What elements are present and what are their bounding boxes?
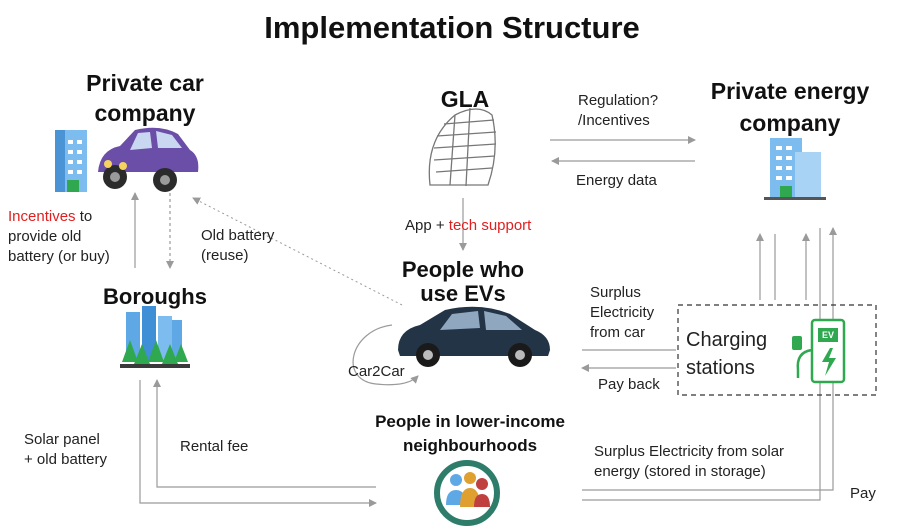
label-incentives-line2: provide old [8,228,82,245]
node-energy-line1: Private energy [710,78,870,104]
node-charging-stations: Charging stations [686,326,796,382]
label-pay: Pay [850,485,876,502]
label-surplus-solar-line1: Surplus Electricity from solar [594,443,785,460]
label-regulation: Regulation? /Incentives [578,91,658,131]
arrow-pay [582,228,821,501]
label-incentives-to: to [75,208,93,225]
arrow-solar-panel [139,380,377,507]
energy-building-icon [764,138,826,200]
label-incentives-red: Incentives [8,208,76,225]
label-old-battery: Old battery (reuse) [201,226,274,266]
label-old-battery-line2: (reuse) [201,247,249,264]
label-energy-data: Energy data [576,172,657,189]
label-incentives-line3: battery (or buy) [8,248,110,265]
label-regulation-line2: /Incentives [578,112,650,129]
label-solar-panel-line2: + old battery [24,451,107,468]
label-app-support: App + tech support [405,216,531,236]
arrow-car2car [352,324,419,386]
node-boroughs: Boroughs [103,284,207,309]
ev-badge: EV [821,330,834,340]
ev-charger-icon [792,318,846,384]
node-private-car-line1: Private car [86,70,204,96]
label-tech-support: tech support [448,217,532,234]
label-surplus-car-line3: from car [590,324,646,341]
gla-building-icon [428,107,497,187]
label-incentives: Incentives to provide old battery (or bu… [8,207,110,267]
building-icon [55,130,87,192]
arrow-surplus-solar [582,227,837,491]
node-lower-income: People in lower-income neighbourhoods [340,410,600,458]
node-private-car-line2: company [94,100,196,126]
node-lower-income-line2: neighbourhoods [402,436,538,455]
node-charging-line2: stations [686,357,755,379]
label-old-battery-line1: Old battery [201,227,275,244]
node-lower-income-line1: People in lower-income [375,412,565,431]
node-private-car-company: Private car company [55,68,235,128]
label-rental-fee: Rental fee [180,438,249,455]
node-people-evs-line1: People who [401,257,525,282]
node-energy-line2: company [739,110,841,136]
label-surplus-car-line2: Electricity [590,304,655,321]
borough-icon [120,306,190,368]
label-car2car: Car2Car [348,363,405,380]
node-private-energy-company: Private energy company [690,75,890,139]
node-people-evs-line2: use EVs [420,281,506,306]
label-surplus-car-line1: Surplus [590,284,641,301]
community-icon [434,460,500,526]
label-surplus-car: Surplus Electricity from car [590,283,654,343]
page-title: Implementation Structure [264,10,640,45]
ev-car-icon [398,306,550,367]
label-solar-panel-line1: Solar panel [24,431,100,448]
charging-box [677,304,877,396]
label-solar-panel: Solar panel + old battery [24,430,107,470]
node-gla: GLA [440,86,490,112]
purple-car-icon [98,127,199,192]
label-pay-back: Pay back [598,376,660,393]
label-surplus-solar-line2: energy (stored in storage) [594,463,766,480]
label-surplus-solar: Surplus Electricity from solar energy (s… [594,442,784,482]
node-charging-line1: Charging [686,329,768,351]
label-regulation-line1: Regulation? [578,92,659,109]
arrow-old-battery [192,197,403,306]
arrow-rental-fee [153,379,376,488]
node-people-evs: People who use EVs [378,258,548,306]
label-app: App + [405,217,449,234]
